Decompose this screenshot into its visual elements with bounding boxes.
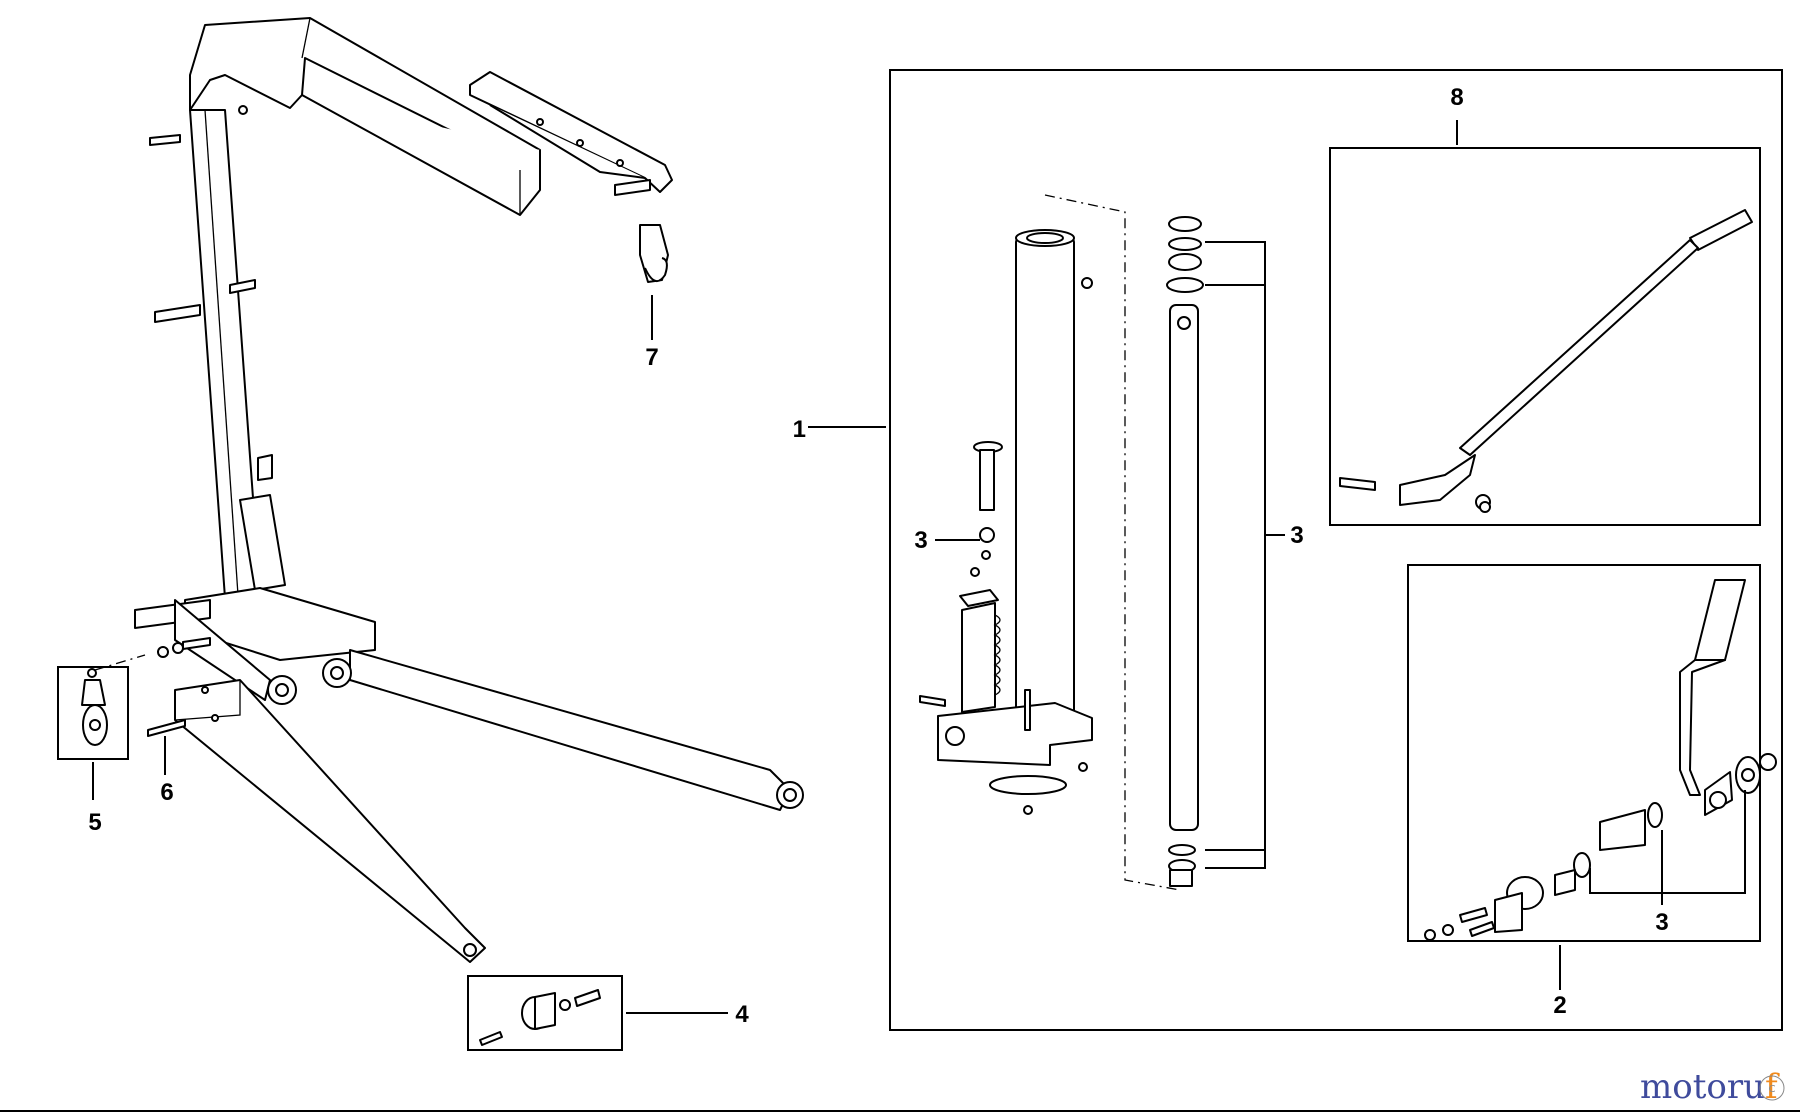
crane-assembly (94, 17, 804, 963)
callout-4: 4 (735, 1001, 749, 1028)
caster-detail (57, 666, 129, 800)
ram-cylinder (919, 229, 1093, 815)
callout-3-valve: 3 (1655, 909, 1668, 936)
watermark-copyright: C (1769, 1084, 1776, 1095)
piston-rod (1044, 194, 1204, 891)
callout-3-pump: 3 (914, 527, 927, 554)
release-valve-detail (1407, 564, 1777, 942)
callout-7: 7 (645, 344, 658, 371)
ram-assembly-box (889, 69, 1783, 1031)
callout-8: 8 (1450, 84, 1463, 111)
roller-detail (467, 975, 728, 1051)
svg-text:motoruf: motoruf (1640, 1067, 1780, 1107)
callout-2: 2 (1553, 992, 1566, 1019)
callout-5: 5 (88, 809, 101, 836)
watermark-text-main: motoru (1640, 1067, 1765, 1107)
callout-3-rod: 3 (1290, 522, 1303, 549)
hook-part (639, 224, 669, 340)
handle-detail (1329, 120, 1761, 526)
callout-6: 6 (160, 779, 173, 806)
callout-1: 1 (793, 416, 806, 443)
watermark-logo: motoruf C (1640, 1067, 1785, 1107)
